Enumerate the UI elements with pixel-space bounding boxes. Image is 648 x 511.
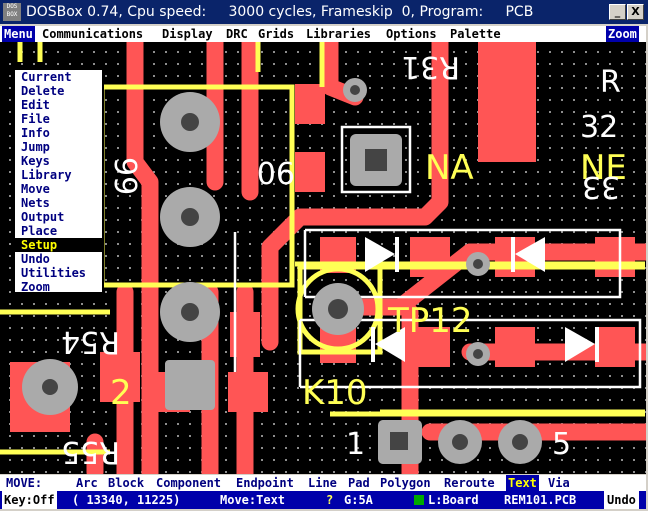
cmd-via[interactable]: Via <box>548 476 570 490</box>
cmd-line[interactable]: Line <box>308 476 337 490</box>
cmd-block[interactable]: Block <box>108 476 145 490</box>
label-r55: R55 <box>61 434 120 469</box>
menu-item-library[interactable]: Library <box>21 168 72 182</box>
label-pin-1: 1 <box>346 427 365 462</box>
menu-item-current[interactable]: Current <box>21 70 72 84</box>
menu-item-keys[interactable]: Keys <box>21 154 50 168</box>
status-bar: Key:Off ( 13340, 11225) Move:Text ? G:5A… <box>0 491 646 509</box>
menu-palette[interactable]: Palette <box>450 27 501 41</box>
cmd-pad[interactable]: Pad <box>348 476 370 490</box>
label-32: 32 <box>580 110 618 145</box>
label-k10: K10 <box>302 373 368 413</box>
label-33: 33 <box>582 169 620 204</box>
window-title: DOSBox 0.74, Cpu speed: 3000 cycles, Fra… <box>26 4 534 20</box>
dosbox-icon[interactable]: DOS BOX <box>3 3 21 21</box>
menu-item-utilities[interactable]: Utilities <box>21 266 87 280</box>
key-mode-indicator[interactable]: Key:Off <box>2 491 57 509</box>
grid-status: G:5A <box>344 493 373 507</box>
menu-grids[interactable]: Grids <box>258 27 295 41</box>
label-r31: R31 <box>401 49 460 84</box>
cmd-endpoint[interactable]: Endpoint <box>236 476 294 490</box>
menubar: Menu Communications Display DRC Grids Li… <box>0 26 646 42</box>
label-90: 90 <box>257 154 295 189</box>
pcb-board-graphic: NA NE TP12 K10 2 1 5 R 32 R31 R54 R55 90… <box>0 42 646 474</box>
undo-button[interactable]: Undo <box>604 491 639 509</box>
command-bar: MOVE: Arc Block Component Endpoint Line … <box>0 475 646 491</box>
label-2: 2 <box>110 373 132 413</box>
label-tp12: TP12 <box>387 301 473 341</box>
minimize-button[interactable]: _ <box>609 4 626 20</box>
menu-item-info[interactable]: Info <box>21 126 50 140</box>
cmd-component[interactable]: Component <box>156 476 222 490</box>
cmd-reroute[interactable]: Reroute <box>444 476 495 490</box>
cmd-polygon[interactable]: Polygon <box>380 476 431 490</box>
copper-block <box>478 42 536 162</box>
help-indicator[interactable]: ? <box>326 493 334 507</box>
menu-libraries[interactable]: Libraries <box>306 27 372 41</box>
menu-item-delete[interactable]: Delete <box>21 84 65 98</box>
menu-item-output[interactable]: Output <box>21 210 65 224</box>
label-na: NA <box>425 148 474 188</box>
file-name: REM101.PCB <box>504 493 577 507</box>
menu-communications[interactable]: Communications <box>42 27 144 41</box>
cursor-coordinates: ( 13340, 11225) <box>72 493 181 507</box>
trace <box>126 42 159 474</box>
menu-dropdown: Current Delete Edit File Info Jump Keys … <box>13 68 104 294</box>
label-pin-5: 5 <box>552 427 571 462</box>
command-mode-label: MOVE: <box>6 476 43 490</box>
layer-status: L:Board <box>428 493 479 507</box>
move-mode-status: Move:Text <box>220 493 286 507</box>
menu-item-place[interactable]: Place <box>21 224 58 238</box>
menu-item-jump[interactable]: Jump <box>21 140 50 154</box>
layer-color-swatch <box>414 495 424 505</box>
menu-item-edit[interactable]: Edit <box>21 98 50 112</box>
menu-item-setup[interactable]: Setup <box>15 238 102 252</box>
pcb-canvas[interactable]: NA NE TP12 K10 2 1 5 R 32 R31 R54 R55 90… <box>0 42 646 474</box>
menu-item-file[interactable]: File <box>21 112 50 126</box>
menu-menu[interactable]: Menu <box>2 26 35 42</box>
label-r54: R54 <box>61 324 120 359</box>
menu-item-zoom[interactable]: Zoom <box>21 280 50 294</box>
menu-item-undo[interactable]: Undo <box>21 252 50 266</box>
label-r: R <box>600 65 621 100</box>
menu-zoom[interactable]: Zoom <box>606 26 639 42</box>
window-titlebar[interactable]: DOS BOX DOSBox 0.74, Cpu speed: 3000 cyc… <box>0 0 648 24</box>
close-button[interactable]: X <box>627 4 644 20</box>
menu-item-nets[interactable]: Nets <box>21 196 50 210</box>
label-99: 99 <box>107 157 142 195</box>
menu-display[interactable]: Display <box>162 27 213 41</box>
menu-drc[interactable]: DRC <box>226 27 248 41</box>
menu-item-move[interactable]: Move <box>21 182 50 196</box>
cmd-arc[interactable]: Arc <box>76 476 98 490</box>
label-ne: NE <box>580 148 627 188</box>
menu-options[interactable]: Options <box>386 27 437 41</box>
cmd-text[interactable]: Text <box>506 475 539 491</box>
